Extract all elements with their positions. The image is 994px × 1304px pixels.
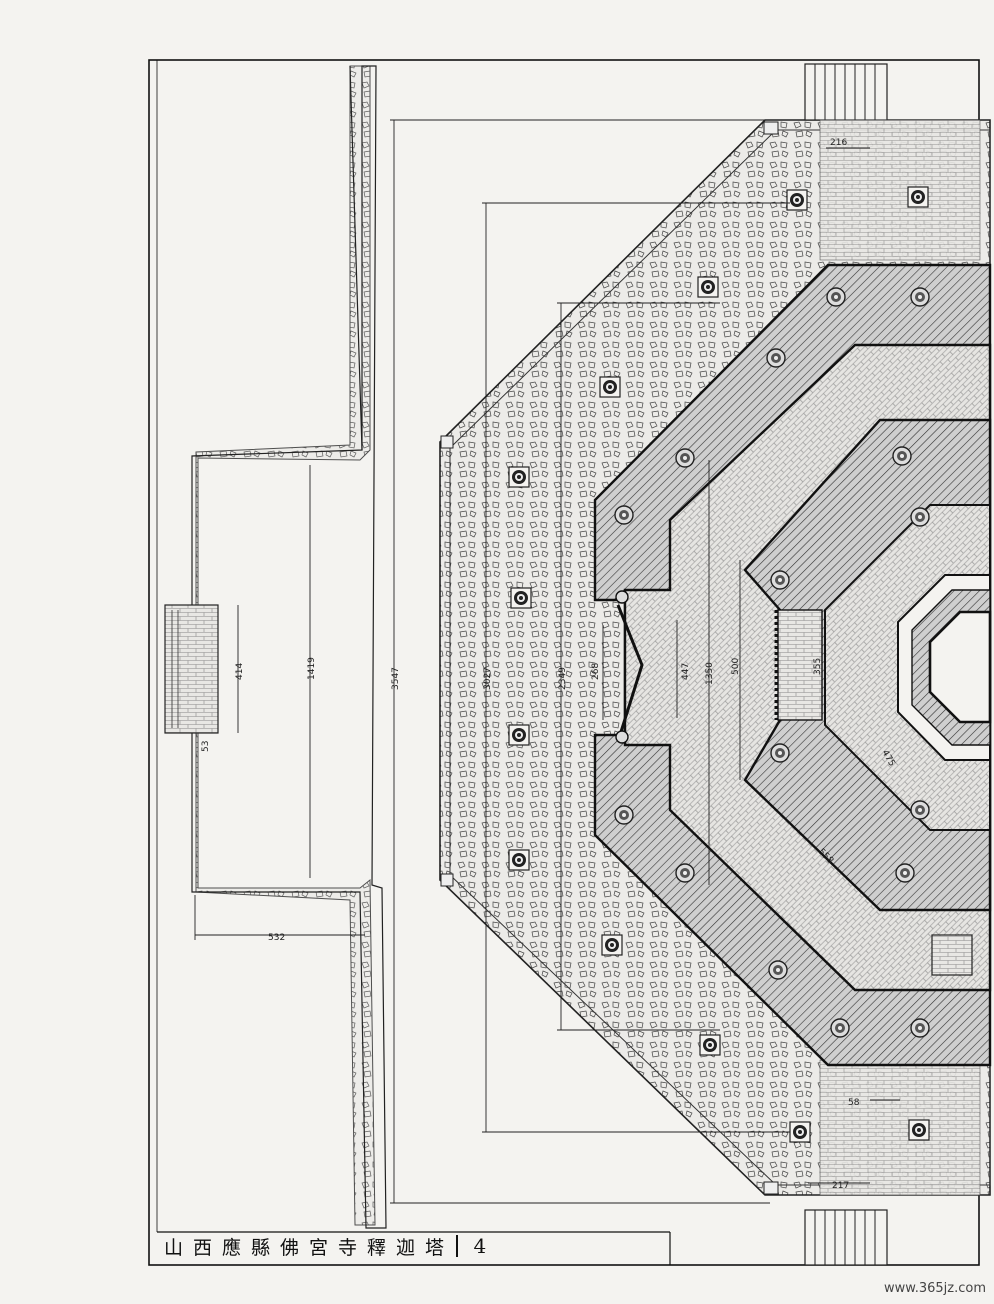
dim-216: 216 [830, 138, 847, 148]
dim-532: 532 [268, 933, 285, 943]
dim-3027: 3027 [483, 667, 493, 690]
dim-1419: 1419 [307, 657, 317, 680]
plate-number: 4 [473, 1234, 487, 1258]
dim-1350: 1350 [705, 662, 715, 685]
dim-268: 268 [591, 663, 601, 680]
dim-447: 447 [681, 663, 691, 680]
drawing-title: 山西應縣佛宮寺釋迦塔 [164, 1236, 455, 1259]
dimension-lines [194, 119, 900, 1204]
platform-outline [191, 65, 387, 1229]
dim-500: 500 [731, 658, 741, 675]
dim-2349: 2349 [558, 667, 568, 690]
dim-414: 414 [235, 663, 245, 680]
front-step [164, 604, 219, 734]
watermark: www.365jz.com [884, 1281, 986, 1296]
entrance-door [615, 590, 644, 744]
dim-217: 217 [832, 1181, 849, 1191]
title-block: 山西應縣佛宮寺釋迦塔 4 [150, 1232, 670, 1260]
title-separator [456, 1235, 458, 1257]
dim-3547: 3547 [391, 667, 401, 690]
central-core [897, 574, 992, 976]
dim-355: 355 [813, 658, 823, 675]
dim-58: 58 [848, 1098, 860, 1108]
dim-53: 53 [201, 741, 211, 752]
stairs [804, 63, 981, 1266]
